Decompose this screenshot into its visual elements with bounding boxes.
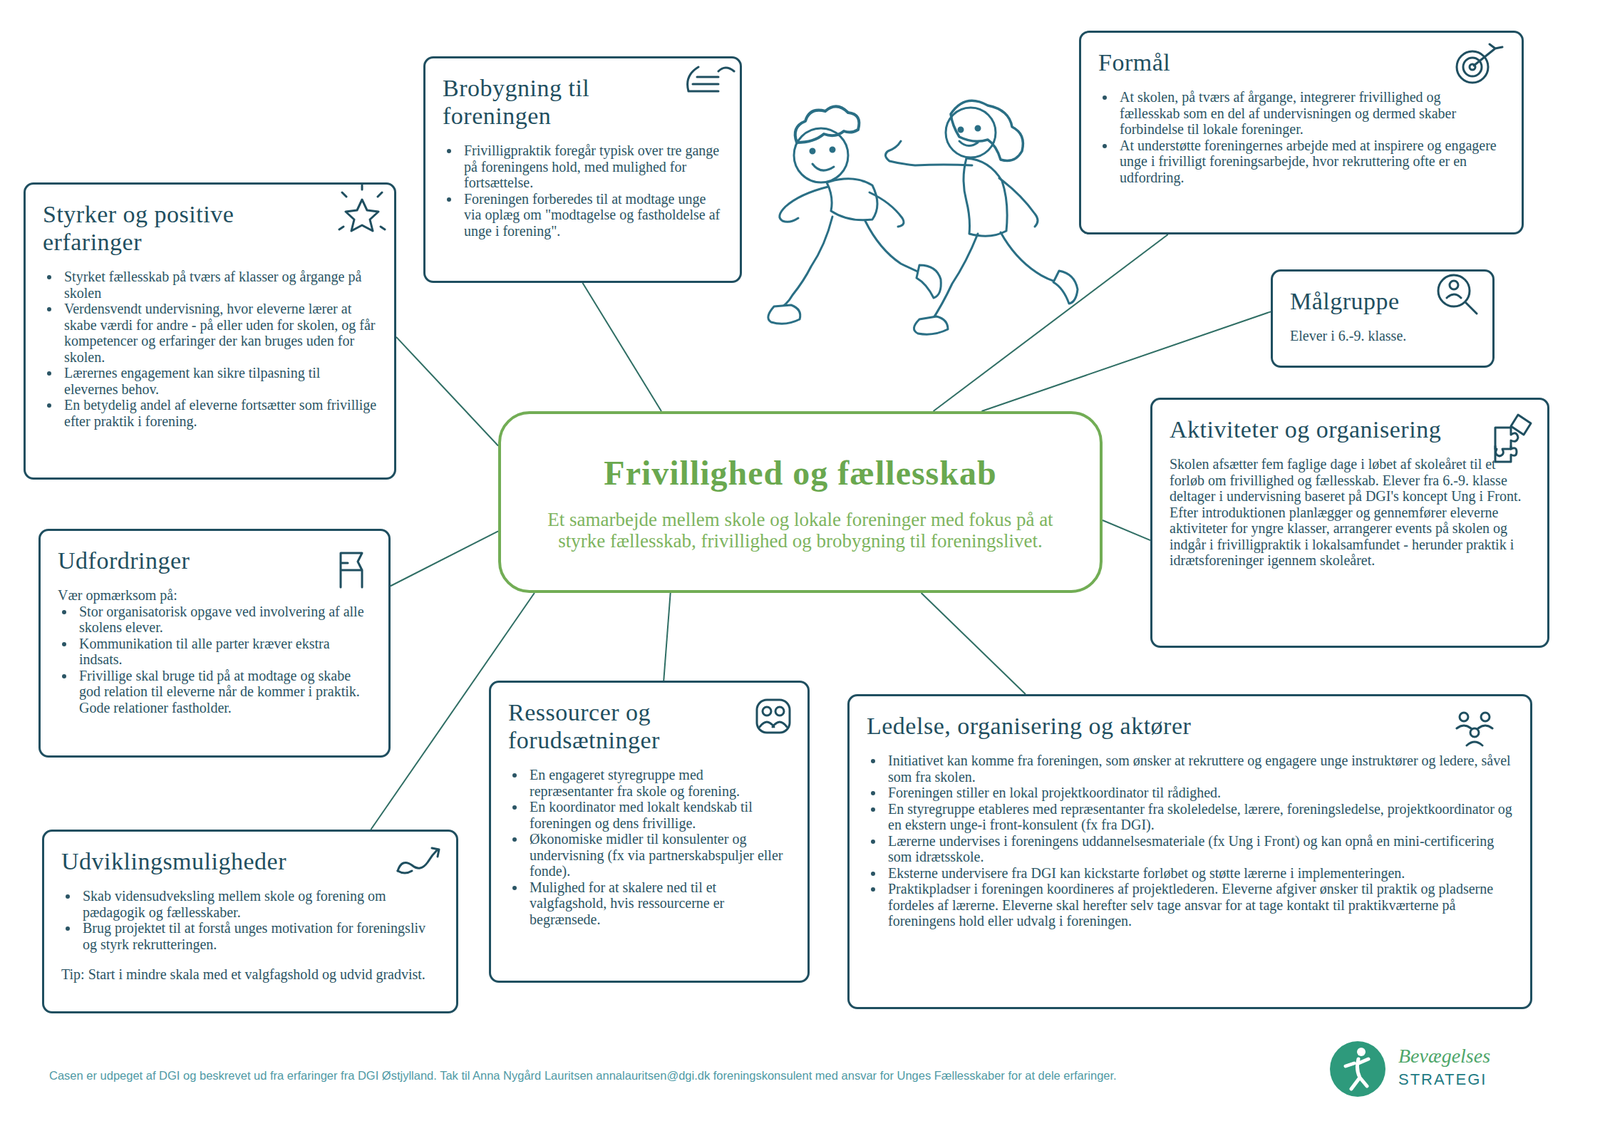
central-subtitle: Et samarbejde mellem skole og lokale for… bbox=[529, 508, 1072, 552]
development-box: UdviklingsmulighederSkab vidensudvekslin… bbox=[42, 829, 459, 1014]
connector-line bbox=[390, 530, 499, 586]
bullet-text: Lærernes engagement kan sikre tilpasning… bbox=[42, 364, 378, 397]
target-group-box: MålgruppeElever i 6.-9. klasse. bbox=[1270, 269, 1495, 368]
bullet-text: Foreningen forberedes til at modtage ung… bbox=[442, 191, 723, 240]
connector-line bbox=[933, 234, 1169, 412]
bullet-text: Frivilligpraktik foregår typisk over tre… bbox=[442, 142, 723, 192]
bullet-text: Brug projektet til at forstå unges motiv… bbox=[61, 920, 440, 953]
bullet-text: Mulighed for at skalere ned til et valgf… bbox=[508, 879, 791, 928]
magnifier-icon bbox=[1438, 275, 1477, 314]
purpose-box: Formål At skolen, på tværs af årgange, in… bbox=[1079, 30, 1524, 235]
bullet-text: En engageret styregruppe med repræsentan… bbox=[508, 766, 791, 799]
logo-mark bbox=[1329, 1041, 1386, 1097]
bridge-icon bbox=[687, 66, 735, 92]
bullet-text: Stor organisatorisk opgave ved involveri… bbox=[57, 603, 372, 636]
box-heading: Formål bbox=[1098, 48, 1455, 77]
bullet-text: Styrket fællesskab på tværs af klasser o… bbox=[42, 268, 378, 301]
bullet-text: Økonomiske midler til konsulenter og und… bbox=[508, 831, 791, 880]
tip-text: Tip: Start i mindre skala med et valgfag… bbox=[61, 966, 440, 983]
central-title: Frivillighed og fællesskab bbox=[603, 453, 997, 494]
logo-text: STRATEGI bbox=[1398, 1070, 1487, 1089]
connector-line bbox=[663, 592, 670, 681]
activities-box: Aktiviteter og organiseringSkolen afsætt… bbox=[1150, 397, 1550, 648]
logo-text: Bevægelses bbox=[1398, 1044, 1491, 1068]
bullet-text: En betydelig andel af eleverne fortsætte… bbox=[42, 396, 378, 430]
team-icon bbox=[1456, 712, 1493, 746]
box-heading: Udviklingsmuligheder bbox=[61, 847, 390, 876]
connector-line bbox=[981, 311, 1271, 412]
body-text: Skolen afsætter fem faglige dage i løbet… bbox=[1169, 456, 1531, 505]
bullet-text: Kommunikation til alle parter kræver eks… bbox=[57, 635, 372, 668]
leadership-box: Ledelse, organisering og aktørerInitiati… bbox=[847, 694, 1533, 1010]
bullet-text: At skolen, på tværs af årgange, integrer… bbox=[1098, 89, 1505, 138]
bullet-text: Initiativet kan komme fra foreningen, so… bbox=[866, 752, 1514, 785]
bullet-text: Lærerne undervises i foreningens uddanne… bbox=[866, 833, 1514, 866]
box-heading: Ressourcer og forudsætninger bbox=[508, 698, 741, 755]
box-heading: Styrker og positive erfaringer bbox=[42, 200, 328, 256]
bullet-text: At understøtte foreningernes arbejde med… bbox=[1098, 137, 1505, 187]
bullet-text: Foreningen stiller en lokal projektkoord… bbox=[866, 784, 1514, 802]
connector-line bbox=[1102, 520, 1151, 541]
flag-icon bbox=[340, 553, 363, 588]
central-box: Frivillighed og fællesskab Et samarbejde … bbox=[498, 411, 1103, 593]
puzzle-icon bbox=[1495, 414, 1531, 462]
bullet-text: Eksterne undervisere fra DGI kan kicksta… bbox=[866, 865, 1514, 882]
box-heading: Ledelse, organisering og aktører bbox=[866, 711, 1464, 740]
bullet-text: Skab vidensudveksling mellem skole og fo… bbox=[61, 888, 440, 921]
star-icon bbox=[339, 183, 385, 231]
box-heading: Brobygning til foreningen bbox=[442, 74, 673, 130]
bullet-text: En styregruppe etableres med repræsentan… bbox=[866, 801, 1514, 834]
box-heading: Udfordringer bbox=[57, 546, 322, 575]
box-heading: Målgruppe bbox=[1289, 287, 1426, 316]
body-text: Vær opmærksom på: bbox=[57, 587, 372, 604]
bullet-text: Frivillige skal bruge tid på at modtage … bbox=[57, 667, 372, 717]
strengths-box: Styrker og positive erfaringerStyrket fæ… bbox=[23, 182, 397, 480]
resources-box: Ressourcer og forudsætninger En engageret… bbox=[488, 680, 810, 983]
bullet-text: Verdensvendt undervisning, hvor eleverne… bbox=[42, 300, 378, 365]
connector-line bbox=[396, 337, 499, 447]
challenges-box: UdfordringerVær opmærksom på:Stor organi… bbox=[38, 528, 391, 758]
bridging-box: Brobygning til foreningenFrivilligprakti… bbox=[423, 56, 742, 283]
connector-line bbox=[921, 592, 1026, 695]
connector-line bbox=[582, 282, 662, 412]
target-icon bbox=[1456, 44, 1503, 83]
box-heading: Aktiviteter og organisering bbox=[1169, 415, 1481, 444]
body-text: Efter introduktionen planlægger og genne… bbox=[1169, 504, 1531, 569]
footer-credit: Casen er udpeget af DGI og beskrevet ud … bbox=[49, 1069, 1117, 1083]
bullet-text: Praktikpladser i foreningen koordineres … bbox=[866, 880, 1514, 930]
people-icon bbox=[756, 699, 790, 733]
body-text: Elever i 6.-9. klasse. bbox=[1289, 327, 1476, 345]
growth-arrow-icon bbox=[397, 848, 440, 874]
bullet-text: En koordinator med lokalt kendskab til f… bbox=[508, 798, 791, 832]
children-illustration bbox=[768, 100, 1078, 335]
